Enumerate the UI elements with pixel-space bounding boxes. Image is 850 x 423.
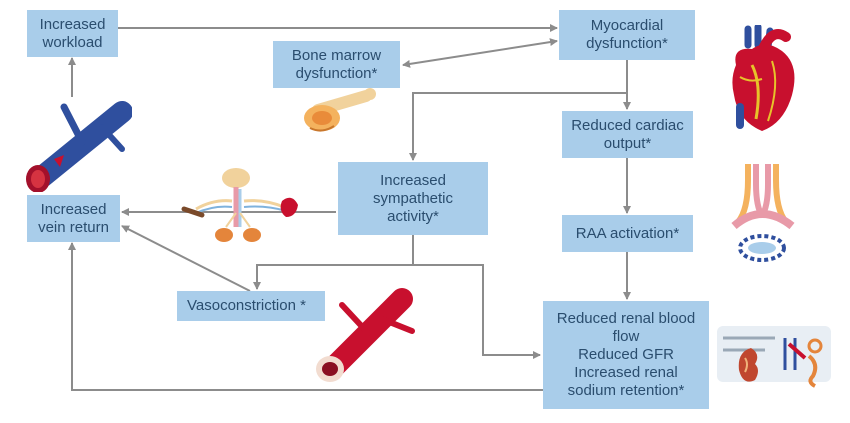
bone-marrow-dysfunction-box: Bone marrow dysfunction* [273, 41, 400, 88]
arrow-myocardial-marrow [402, 38, 558, 68]
vasoconstriction-box: Vasoconstriction * [177, 291, 325, 321]
box-line: dysfunction* [586, 35, 668, 52]
box-line: output* [603, 134, 652, 152]
box-line: Increased [40, 200, 107, 218]
box-line: flow [612, 328, 640, 345]
kidney-illustration [717, 326, 831, 388]
box-line: Bone marrow [291, 46, 382, 64]
box-line: Increased renal [574, 364, 678, 381]
box-line: dysfunction* [295, 64, 378, 82]
bone-marrow-illustration [304, 88, 376, 132]
box-line: Increased [39, 15, 106, 33]
arrow-vasoconstriction-to-vein [121, 225, 251, 292]
heart-illustration [732, 25, 795, 131]
box-line: Increased [380, 171, 446, 189]
box-line: sympathetic [372, 189, 454, 207]
arrow-sympathetic-to-renal [413, 264, 541, 359]
box-line: Reduced cardiac [571, 116, 684, 134]
nervous-system-illustration [181, 168, 298, 242]
artery-illustration [316, 288, 415, 382]
box-line: Vasoconstriction * [187, 297, 306, 314]
increased-sympathetic-activity-box: Increased sympathetic activity* [338, 162, 488, 235]
box-line: workload [42, 33, 103, 51]
raa-activation-box: RAA activation* [562, 215, 693, 252]
box-line: sodium retention* [567, 382, 685, 399]
increased-vein-return-box: Increased vein return [27, 195, 120, 242]
increased-workload-box: Increased workload [27, 10, 118, 57]
box-line: vein return [38, 218, 109, 236]
box-line: activity* [387, 207, 439, 225]
myocardial-dysfunction-box: Myocardial dysfunction* [559, 10, 695, 60]
juxtaglomerular-illustration [731, 164, 795, 262]
renal-effects-box: Reduced renal blood flow Reduced GFR Inc… [543, 301, 709, 409]
arrow-to-sympathetic [409, 92, 627, 161]
box-line: Reduced renal blood [556, 310, 696, 327]
box-line: Reduced GFR [578, 346, 674, 363]
arrow-renal-to-vein [68, 242, 543, 391]
arrow-sympathetic-to-vasoconstriction [253, 235, 414, 290]
box-line: RAA activation* [575, 224, 680, 242]
vein-illustration [26, 101, 132, 192]
box-line: Myocardial [590, 17, 664, 34]
reduced-cardiac-output-box: Reduced cardiac output* [562, 111, 693, 158]
